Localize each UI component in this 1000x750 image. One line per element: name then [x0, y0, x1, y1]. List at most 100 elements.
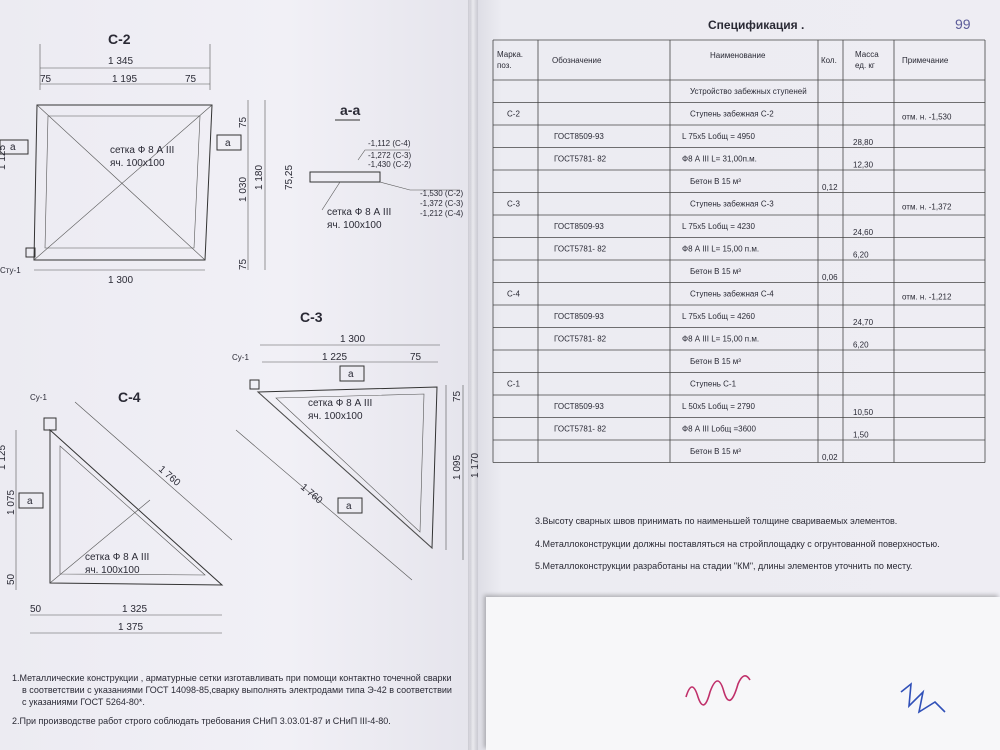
c4-mesh-2: яч. 100х100	[85, 565, 140, 576]
table-cell-name: Ф8 А III Lобщ =3600	[682, 425, 757, 434]
table-cell-name: L 75х5 Lобщ = 4950	[682, 132, 755, 141]
c4-dim-1375: 1 375	[118, 622, 143, 633]
pen-scribbles	[685, 675, 946, 714]
red-scribble	[685, 675, 751, 706]
c3-sty: Су-1	[232, 353, 249, 362]
c4-dim-50: 50	[30, 604, 42, 615]
table-cell-name: L 75х5 Lобщ = 4230	[682, 222, 755, 231]
aa-mesh-2: яч. 100х100	[327, 220, 382, 231]
table-cell-name: Бетон В 15 м³	[690, 177, 741, 186]
spec-note-3: 3.Высоту сварных швов принимать по наиме…	[535, 516, 898, 526]
table-cell-mark: С-3	[507, 200, 520, 209]
table-cell-designation: ГОСТ5781- 82	[554, 155, 607, 164]
table-cell-name: Ф8 А III L= 15,00 п.м.	[682, 245, 759, 254]
left-note-1c: с указаниями ГОСТ 5264-80*.	[22, 697, 145, 707]
c2-dim-bottom: 1 300	[108, 275, 133, 286]
c4-side-50: 50	[6, 573, 17, 585]
c3-label-a2: а	[346, 501, 352, 512]
c3-side-1095: 1 095	[452, 455, 463, 480]
c2-left-dim: 1 125	[0, 145, 8, 170]
c2-side-75t: 75	[238, 116, 249, 128]
aa-lv4: -1,530 (С-2)	[420, 189, 463, 198]
table-header-cell: Марка.поз.	[497, 50, 523, 70]
c3-mesh-1: сетка Ф 8 А III	[308, 398, 372, 409]
spec-note-4: 4.Металлоконструкции должны поставляться…	[535, 539, 940, 549]
left-note-1b: в соответствии с указаниями ГОСТ 14098-8…	[22, 685, 452, 695]
table-cell-qty: 0,06	[822, 273, 838, 282]
c4-mesh-1: сетка Ф 8 А III	[85, 552, 149, 563]
table-header-cell: Кол.	[821, 56, 837, 65]
c3-title: С-3	[300, 309, 323, 325]
table-cell-name: Устройство забежных ступеней	[690, 87, 807, 96]
table-cell-mass: 6,20	[853, 251, 869, 260]
table-cell-note: отм. н. -1,530	[902, 113, 952, 122]
overlapping-paper	[486, 597, 1000, 750]
table-header-cell: Наименование	[710, 51, 766, 60]
left-note-2: 2.При производстве работ строго соблюдат…	[12, 716, 391, 726]
c2-dim-inner: 1 195	[112, 74, 137, 85]
table-cell-note: отм. н. -1,372	[902, 203, 952, 212]
c2-dim-75a: 75	[40, 74, 52, 85]
c2-mesh-1: сетка Ф 8 А III	[110, 145, 174, 156]
aa-mesh-1: сетка Ф 8 А III	[327, 207, 391, 218]
table-cell-qty: 0,02	[822, 453, 838, 462]
table-header-cell: Примечание	[902, 56, 949, 65]
table-cell-name: Ступень С-1	[690, 380, 737, 389]
c3-dim-total: 1 300	[340, 334, 365, 345]
table-cell-mass: 10,50	[853, 408, 874, 417]
c2-side-1030: 1 030	[238, 177, 249, 202]
aa-lv3: -1,430 (С-2)	[368, 160, 411, 169]
table-cell-designation: ГОСТ5781- 82	[554, 245, 607, 254]
table-cell-mass: 28,80	[853, 138, 874, 147]
drawings-svg: С-2 1 345 75 1 195 75 сетка Ф 8 А III яч…	[0, 31, 478, 634]
table-cell-designation: ГОСТ8509-93	[554, 402, 604, 411]
c2-side-1180: 1 180	[254, 165, 265, 190]
aa-lv1: -1,112 (С-4)	[368, 139, 411, 148]
c2-side-a: а	[225, 138, 231, 149]
spec-note-5: 5.Металлоконструкции разработаны на стад…	[535, 561, 913, 571]
left-drawing-sheet	[0, 0, 478, 750]
table-cell-name: L 75х5 Lобщ = 4260	[682, 312, 755, 321]
table-header-cell: Обозначение	[552, 56, 602, 65]
table-cell-designation: ГОСТ8509-93	[554, 132, 604, 141]
sheet-fold	[468, 0, 478, 750]
table-cell-name: Ступень забежная С-2	[690, 110, 774, 119]
table-cell-mark: С-1	[507, 380, 520, 389]
left-note-1a: 1.Металлические конструкции , арматурные…	[12, 673, 452, 683]
table-cell-designation: ГОСТ5781- 82	[554, 335, 607, 344]
c3-dim-inner: 1 225	[322, 352, 347, 363]
c2-sty: Сту-1	[0, 266, 21, 275]
c2-mesh-2: яч. 100х100	[110, 158, 165, 169]
c2-dim-total: 1 345	[108, 56, 133, 67]
table-cell-mark: С-2	[507, 110, 520, 119]
aa-lv5: -1,372 (С-3)	[420, 199, 463, 208]
c4-side-1075: 1 075	[6, 490, 17, 515]
page-number: 99	[955, 16, 971, 32]
table-cell-mark: С-4	[507, 290, 520, 299]
table-cell-name: Ф8 А III L= 15,00 п.м.	[682, 335, 759, 344]
table-cell-name: Бетон В 15 м³	[690, 447, 741, 456]
table-cell-note: отм. н. -1,212	[902, 293, 952, 302]
c3-side-1170: 1 170	[470, 453, 478, 478]
table-cell-mass: 24,60	[853, 228, 874, 237]
c3-mesh-2: яч. 100х100	[308, 411, 363, 422]
c2-label-a: а	[10, 142, 16, 153]
c2-side-75b: 75	[238, 258, 249, 270]
table-cell-name: Бетон В 15 м³	[690, 267, 741, 276]
c4-dim-1325: 1 325	[122, 604, 147, 615]
spec-title: Спецификация .	[708, 18, 805, 32]
table-cell-name: Ступень забежная С-3	[690, 200, 774, 209]
blue-scribble	[900, 682, 946, 714]
aa-lv2: -1,272 (С-3)	[368, 151, 411, 160]
table-cell-name: Ступень забежная С-4	[690, 290, 774, 299]
aa-lv6: -1,212 (С-4)	[420, 209, 463, 218]
table-cell-designation: ГОСТ8509-93	[554, 222, 604, 231]
c3-side-75: 75	[452, 390, 463, 402]
table-cell-mass: 24,70	[853, 318, 874, 327]
table-cell-qty: 0,12	[822, 183, 838, 192]
c4-label-a: а	[27, 496, 33, 507]
table-cell-mass: 1,50	[853, 431, 869, 440]
